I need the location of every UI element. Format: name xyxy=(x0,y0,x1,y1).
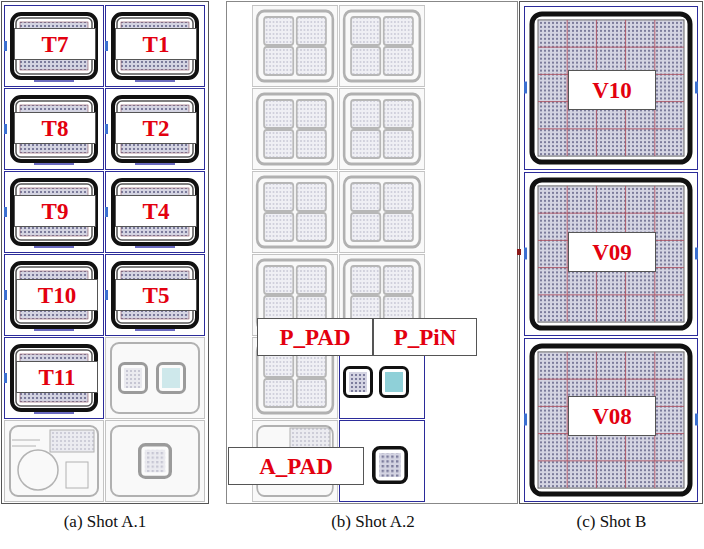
die-label: A_PAD xyxy=(228,447,364,485)
die-name: T10 xyxy=(38,284,76,307)
die-label: T1 xyxy=(115,28,197,60)
die-label: T7 xyxy=(14,28,96,60)
die-name: T7 xyxy=(42,33,69,56)
die-name: T9 xyxy=(42,200,69,223)
die-name: P_PiN xyxy=(394,326,457,349)
die-name: T11 xyxy=(38,366,75,389)
die-label: V09 xyxy=(568,232,656,272)
die-name: T4 xyxy=(143,200,170,223)
panel-caption: (b) Shot A.2 xyxy=(226,512,520,532)
die-label: T2 xyxy=(115,112,197,144)
shot-panel: (b) Shot A.2 P_PAD P_PiN A_PAD xyxy=(226,0,520,549)
die-name: T5 xyxy=(143,284,170,307)
die-name: T1 xyxy=(143,33,170,56)
die-label: V08 xyxy=(568,396,656,436)
die-name: V08 xyxy=(592,405,632,428)
shot-panel: (a) Shot A.1 T7 T1T8 T2T9 T4T10 T5T11 xyxy=(0,0,210,549)
die-name: A_PAD xyxy=(259,455,333,478)
die-name: V10 xyxy=(592,79,632,102)
die-name: P_PAD xyxy=(279,326,350,349)
die-label: T4 xyxy=(115,195,197,227)
die-name: T8 xyxy=(42,117,69,140)
panel-caption: (c) Shot B xyxy=(519,512,704,532)
die-name: V09 xyxy=(592,241,632,264)
die-label: T5 xyxy=(115,279,197,311)
die-name: T2 xyxy=(143,117,170,140)
shot-panel: (c) Shot B V10V09V08 xyxy=(519,0,704,549)
die-label: T9 xyxy=(14,195,96,227)
die-label: V10 xyxy=(568,70,656,110)
die-label: T8 xyxy=(14,112,96,144)
die-label: T11 xyxy=(16,361,98,393)
panel-caption: (a) Shot A.1 xyxy=(0,512,210,532)
die-label: T10 xyxy=(16,279,98,311)
die-label: P_PAD xyxy=(257,318,373,356)
die-label: P_PiN xyxy=(373,318,477,356)
